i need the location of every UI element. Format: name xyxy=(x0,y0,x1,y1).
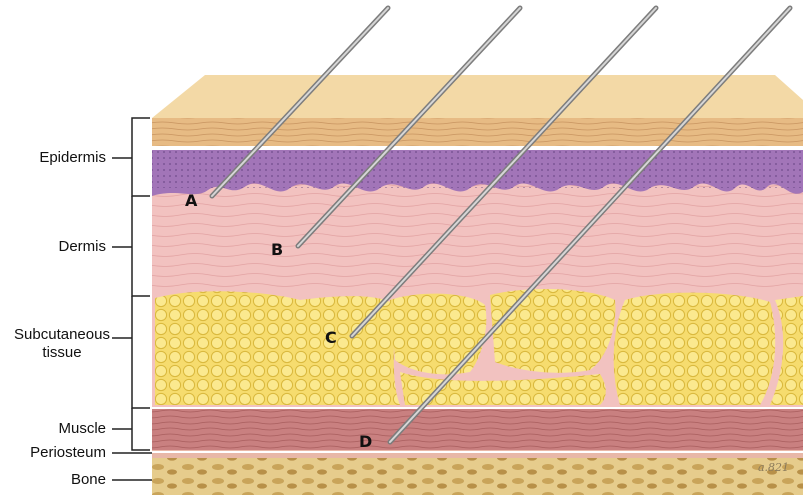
needle-label-a: A xyxy=(185,191,198,210)
periosteum-layer xyxy=(152,450,803,458)
fat-lobule-4 xyxy=(613,292,776,405)
needle-label-b: B xyxy=(271,240,284,259)
artist-signature: a.821 xyxy=(758,461,790,474)
needle-label-d: D xyxy=(359,432,373,451)
label-bone: Bone xyxy=(70,471,106,488)
fat-lobule-2 xyxy=(390,293,487,375)
label-dermis: Dermis xyxy=(58,238,107,255)
fat-lobule-3 xyxy=(490,288,616,373)
fat-lobule-6 xyxy=(400,372,606,405)
label-subcutaneous: Subcutaneous tissue xyxy=(0,326,124,362)
needles xyxy=(209,5,793,445)
label-periosteum: Periosteum xyxy=(30,444,106,461)
stratum-corneum xyxy=(152,118,803,146)
label-subcutaneous-line2: tissue xyxy=(42,344,82,361)
fat-lobule-1 xyxy=(155,291,400,405)
label-epidermis: Epidermis xyxy=(39,149,106,166)
label-subcutaneous-line1: Subcutaneous xyxy=(14,326,110,343)
needle-label-c: C xyxy=(325,328,337,347)
bone-layer xyxy=(152,458,803,495)
fat-lobule-5 xyxy=(770,296,803,405)
layer-brackets xyxy=(112,117,152,481)
muscle-layer xyxy=(152,408,803,450)
label-muscle: Muscle xyxy=(58,420,106,437)
